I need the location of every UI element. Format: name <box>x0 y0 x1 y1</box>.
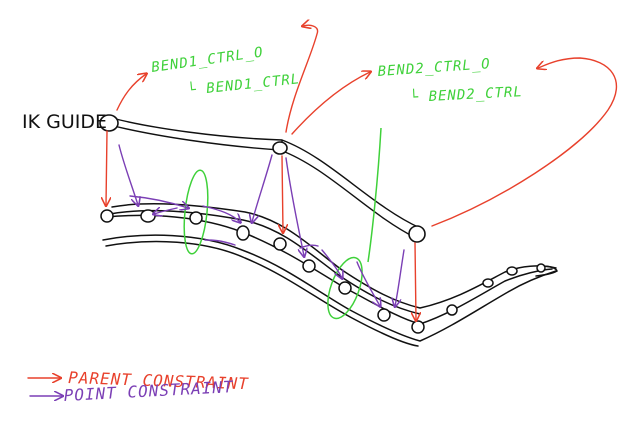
point-constraint-arrows <box>29 144 405 396</box>
bend2-ctrl-label: └ BEND2_CTRL <box>409 83 523 106</box>
joint-12[interactable] <box>506 266 518 276</box>
joint-10[interactable] <box>446 304 458 316</box>
joint-8[interactable] <box>377 308 391 322</box>
ik-guide-mid-joint[interactable] <box>272 141 288 155</box>
legend: PARENT CONSTRAINT POINT CONSTRAINT <box>63 368 249 405</box>
bend1-ctrl-label: └ BEND1_CTRL <box>187 70 301 99</box>
bend2-ctrl-circle[interactable] <box>321 253 369 323</box>
bend2-ctrl-o-label: BEND2_CTRL_O <box>377 56 491 80</box>
bend2-labels: BEND2_CTRL_O └ BEND2_CTRL <box>377 56 523 106</box>
bend1-ctrl-o-label: BEND1_CTRL_O <box>150 44 264 76</box>
joint-6[interactable] <box>302 259 316 273</box>
joint-1[interactable] <box>100 209 114 223</box>
joint-2[interactable] <box>140 209 156 223</box>
bend2-ctrl-vertical-line <box>367 127 382 263</box>
joint-5[interactable] <box>273 237 287 251</box>
joint-13[interactable] <box>536 263 546 273</box>
ik-guide-label: IK GUIDE <box>22 111 107 133</box>
joint-3[interactable] <box>189 211 203 225</box>
ik-guide-start-joint[interactable] <box>99 114 119 132</box>
joint-4[interactable] <box>236 225 250 241</box>
snake-joints <box>100 209 546 334</box>
bend1-labels: BEND1_CTRL_O └ BEND1_CTRL <box>150 44 301 99</box>
joint-9[interactable] <box>411 320 425 334</box>
joint-11[interactable] <box>482 278 494 288</box>
ik-guide-joints <box>99 114 426 243</box>
snake-body-outline <box>102 202 558 347</box>
joint-7[interactable] <box>338 281 352 295</box>
ik-guide-end-joint[interactable] <box>408 225 426 243</box>
parent-constraint-arrows <box>27 25 618 378</box>
